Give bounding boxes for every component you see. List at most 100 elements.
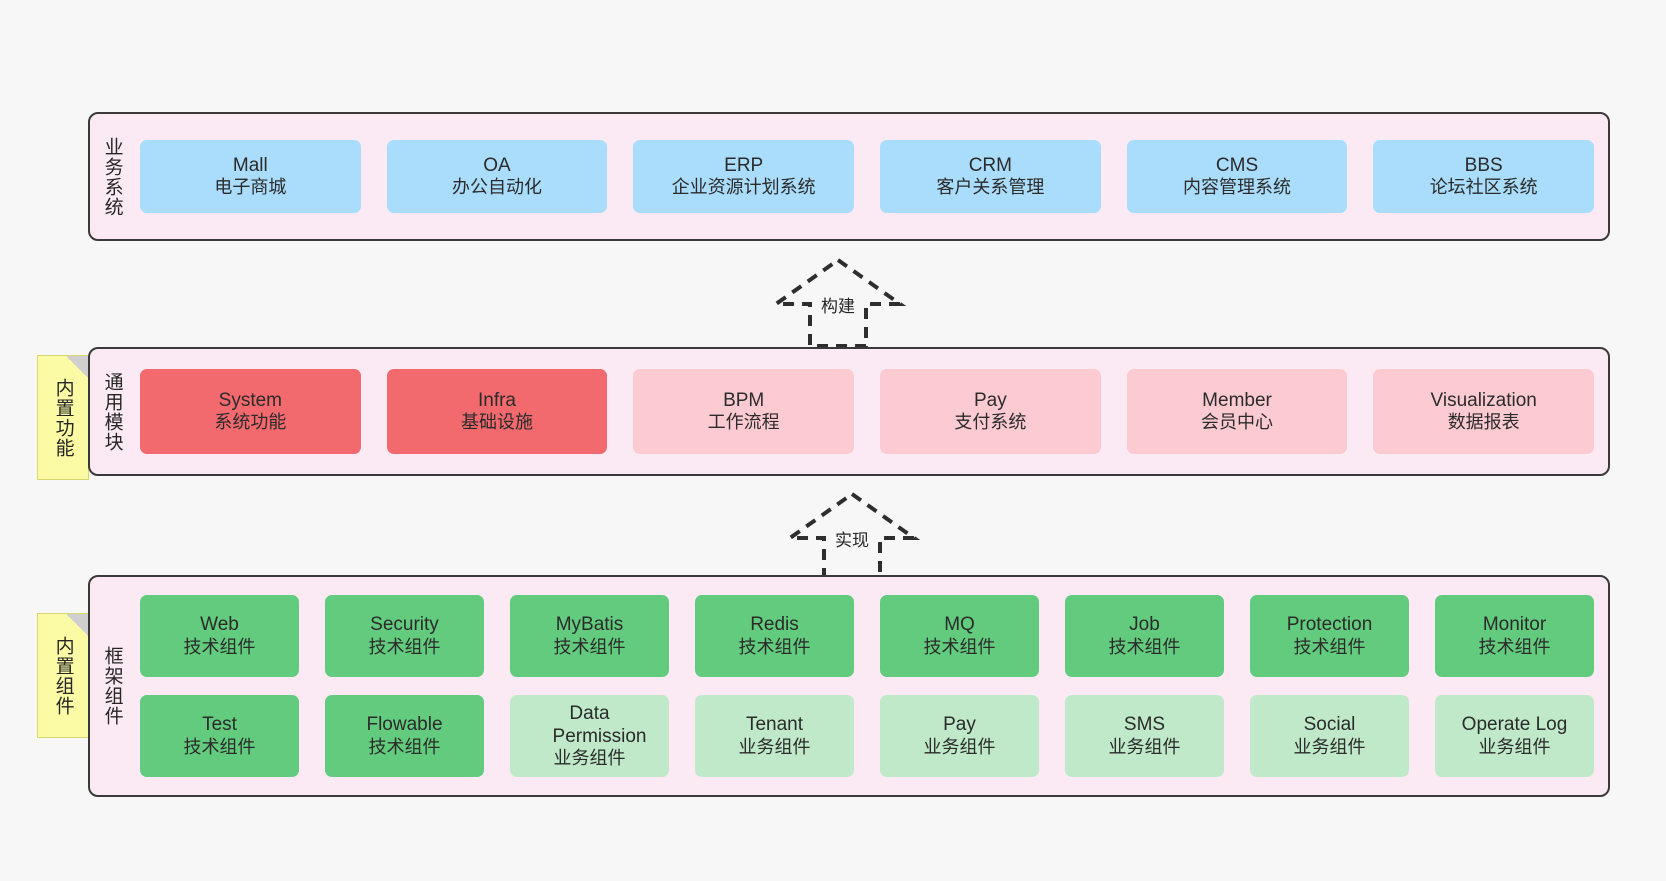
node-data-permission-en: Data Permission xyxy=(552,702,647,748)
layer-body-business: Mall 电子商城 OA 办公自动化 ERP 企业资源计划系统 CRM 客户关系… xyxy=(134,114,1608,239)
node-infra-en: Infra xyxy=(477,389,517,411)
node-oa-cn: 办公自动化 xyxy=(452,177,542,198)
arrow-build-label: 构建 xyxy=(821,297,855,316)
node-visualization-en: Visualization xyxy=(1430,389,1537,411)
node-mybatis[interactable]: MyBatis 技术组件 xyxy=(510,595,669,677)
node-mall-en: Mall xyxy=(232,154,268,176)
node-flowable[interactable]: Flowable 技术组件 xyxy=(325,695,484,777)
node-test[interactable]: Test 技术组件 xyxy=(140,695,299,777)
node-tenant-en: Tenant xyxy=(745,714,804,736)
node-member-cn: 会员中心 xyxy=(1201,412,1274,433)
common-row: System 系统功能 Infra 基础设施 BPM 工作流程 Pay 支付系统… xyxy=(140,369,1595,454)
node-pay-module-cn: 支付系统 xyxy=(954,412,1027,433)
node-cms-cn: 内容管理系统 xyxy=(1183,177,1292,198)
node-crm-en: CRM xyxy=(968,154,1012,176)
node-flowable-cn: 技术组件 xyxy=(368,736,441,757)
node-crm-cn: 客户关系管理 xyxy=(936,177,1045,198)
node-flowable-en: Flowable xyxy=(366,714,443,736)
node-test-cn: 技术组件 xyxy=(183,736,256,757)
node-visualization-cn: 数据报表 xyxy=(1447,412,1520,433)
node-erp-en: ERP xyxy=(724,154,764,176)
node-web[interactable]: Web 技术组件 xyxy=(140,595,299,677)
framework-row-tech: Web 技术组件 Security 技术组件 MyBatis 技术组件 Redi… xyxy=(140,595,1594,677)
node-bpm[interactable]: BPM 工作流程 xyxy=(633,369,855,454)
node-monitor-cn: 技术组件 xyxy=(1478,636,1551,657)
node-mq-cn: 技术组件 xyxy=(923,636,996,657)
layer-common-module[interactable]: 通用模块 System 系统功能 Infra 基础设施 BPM 工作流程 Pay… xyxy=(88,347,1610,476)
node-operate-log-cn: 业务组件 xyxy=(1478,736,1551,757)
node-pay-component-en: Pay xyxy=(943,714,976,736)
node-mybatis-en: MyBatis xyxy=(555,614,624,636)
node-redis[interactable]: Redis 技术组件 xyxy=(695,595,854,677)
node-erp[interactable]: ERP 企业资源计划系统 xyxy=(633,140,855,213)
node-security[interactable]: Security 技术组件 xyxy=(325,595,484,677)
node-operate-log[interactable]: Operate Log 业务组件 xyxy=(1435,695,1594,777)
node-pay-component[interactable]: Pay 业务组件 xyxy=(880,695,1039,777)
node-bbs[interactable]: BBS 论坛社区系统 xyxy=(1373,140,1595,213)
business-row: Mall 电子商城 OA 办公自动化 ERP 企业资源计划系统 CRM 客户关系… xyxy=(140,140,1595,213)
node-monitor-en: Monitor xyxy=(1482,614,1547,636)
note-fold-corner-icon xyxy=(66,356,88,378)
node-mq[interactable]: MQ 技术组件 xyxy=(880,595,1039,677)
arrow-implement: 实现 xyxy=(762,490,942,584)
node-visualization[interactable]: Visualization 数据报表 xyxy=(1373,369,1595,454)
node-redis-en: Redis xyxy=(750,614,799,636)
layer-title-framework: 框架组件 xyxy=(101,646,123,726)
node-pay-module-en: Pay xyxy=(973,389,1007,411)
node-system-cn: 系统功能 xyxy=(214,412,287,433)
node-web-cn: 技术组件 xyxy=(183,636,256,657)
note-fold-corner-icon xyxy=(66,614,88,636)
note-builtin-component-label: 内置组件 xyxy=(52,635,74,716)
layer-title-common: 通用模块 xyxy=(101,371,123,452)
arrow-implement-label: 实现 xyxy=(835,531,869,550)
node-crm[interactable]: CRM 客户关系管理 xyxy=(880,140,1101,213)
node-mybatis-cn: 技术组件 xyxy=(553,636,626,657)
node-oa[interactable]: OA 办公自动化 xyxy=(386,140,608,213)
note-builtin-component[interactable]: 内置组件 xyxy=(37,613,89,738)
node-social-en: Social xyxy=(1303,714,1356,736)
node-data-permission[interactable]: Data Permission 业务组件 xyxy=(510,695,669,777)
node-bbs-en: BBS xyxy=(1464,154,1503,176)
framework-row-biz: Test 技术组件 Flowable 技术组件 Data Permission … xyxy=(140,695,1594,777)
node-job-cn: 技术组件 xyxy=(1108,636,1181,657)
node-protection-cn: 技术组件 xyxy=(1293,636,1366,657)
note-builtin-function[interactable]: 内置功能 xyxy=(37,355,89,480)
node-redis-cn: 技术组件 xyxy=(738,636,811,657)
node-tenant[interactable]: Tenant 业务组件 xyxy=(695,695,854,777)
node-web-en: Web xyxy=(200,614,239,636)
layer-body-common: System 系统功能 Infra 基础设施 BPM 工作流程 Pay 支付系统… xyxy=(134,349,1608,474)
node-social[interactable]: Social 业务组件 xyxy=(1250,695,1409,777)
node-cms-en: CMS xyxy=(1215,154,1259,176)
node-member-en: Member xyxy=(1202,389,1272,411)
node-job-en: Job xyxy=(1129,614,1160,636)
node-sms[interactable]: SMS 业务组件 xyxy=(1065,695,1224,777)
node-infra[interactable]: Infra 基础设施 xyxy=(386,369,608,454)
layer-business-system[interactable]: 业务系统 Mall 电子商城 OA 办公自动化 ERP 企业资源计划系统 CRM… xyxy=(88,112,1610,241)
node-bpm-en: BPM xyxy=(723,389,765,411)
node-security-cn: 技术组件 xyxy=(368,636,441,657)
node-mall[interactable]: Mall 电子商城 xyxy=(140,140,361,213)
node-monitor[interactable]: Monitor 技术组件 xyxy=(1435,595,1594,677)
node-tenant-cn: 业务组件 xyxy=(738,736,811,757)
node-pay-module[interactable]: Pay 支付系统 xyxy=(880,369,1101,454)
node-member[interactable]: Member 会员中心 xyxy=(1126,369,1348,454)
layer-framework-component[interactable]: 框架组件 Web 技术组件 Security 技术组件 MyBatis 技术组件… xyxy=(88,575,1610,797)
node-infra-cn: 基础设施 xyxy=(461,412,533,433)
node-social-cn: 业务组件 xyxy=(1293,736,1366,757)
node-data-permission-cn: 业务组件 xyxy=(553,748,626,769)
node-erp-cn: 企业资源计划系统 xyxy=(671,177,816,198)
node-job[interactable]: Job 技术组件 xyxy=(1065,595,1224,677)
node-oa-en: OA xyxy=(483,154,511,176)
layer-body-framework: Web 技术组件 Security 技术组件 MyBatis 技术组件 Redi… xyxy=(134,577,1608,795)
node-protection-en: Protection xyxy=(1286,614,1373,636)
node-cms[interactable]: CMS 内容管理系统 xyxy=(1126,140,1348,213)
node-sms-cn: 业务组件 xyxy=(1108,736,1181,757)
node-system-en: System xyxy=(218,389,283,411)
note-builtin-function-label: 内置功能 xyxy=(52,377,74,458)
node-bbs-cn: 论坛社区系统 xyxy=(1429,177,1538,198)
node-system[interactable]: System 系统功能 xyxy=(140,369,361,454)
arrow-build: 构建 xyxy=(748,256,928,350)
node-security-en: Security xyxy=(370,614,439,636)
node-protection[interactable]: Protection 技术组件 xyxy=(1250,595,1409,677)
